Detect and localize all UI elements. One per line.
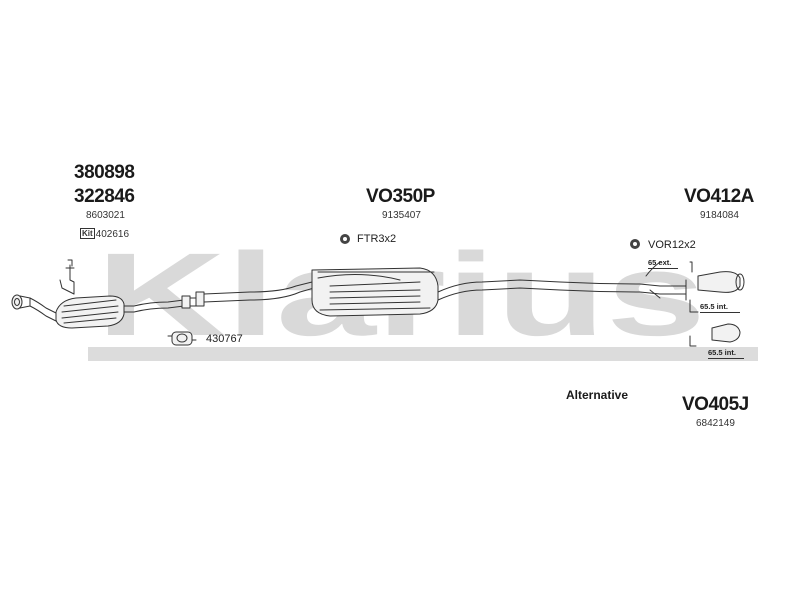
dim-label-int-2: 65.5 int. <box>708 348 736 357</box>
dim-underline-ext <box>648 268 678 269</box>
rear-silencer-ref: 9184084 <box>700 210 739 221</box>
middle-silencer-ref: 9135407 <box>382 210 421 221</box>
clamp-code: 430767 <box>206 333 243 345</box>
dim-bracket-int-2 <box>689 335 697 347</box>
front-pipe <box>29 297 59 323</box>
intermediate-pipe <box>133 281 315 313</box>
catalyst-code-1: 380898 <box>74 162 135 183</box>
watermark-underline <box>88 347 758 361</box>
tail-tip-upper <box>697 271 745 293</box>
tail-tip-lower <box>711 323 741 343</box>
lambda-callout-line <box>59 279 75 295</box>
dim-bracket-ext <box>689 261 693 273</box>
catalyst-body <box>55 295 135 329</box>
catalyst-code-2: 322846 <box>74 186 135 207</box>
dim-underline-int-1 <box>700 312 740 313</box>
rubber-mount-icon <box>630 239 640 249</box>
catalyst-ref: 8603021 <box>86 210 125 221</box>
tail-pipe <box>659 279 687 301</box>
dim-label-ext: 65 ext. <box>648 258 672 267</box>
dim-underline-int-2 <box>708 358 744 359</box>
kit-code: 402616 <box>95 229 130 240</box>
middle-silencer-code: VO350P <box>366 186 435 207</box>
kit-badge: Kit <box>80 228 95 239</box>
dim-label-int-1: 65.5 int. <box>700 302 728 311</box>
dim-bracket-int-1 <box>689 299 699 313</box>
rubber-mount-icon <box>340 234 350 244</box>
clamp-icon <box>167 331 197 346</box>
alternative-code: VO405J <box>682 394 749 415</box>
alternative-label: Alternative <box>566 388 629 402</box>
alternative-ref: 6842149 <box>696 418 735 429</box>
middle-silencer-fitting: FTR3x2 <box>357 233 397 245</box>
middle-silencer-body <box>311 267 439 317</box>
rear-silencer-fitting: VOR12x2 <box>648 239 696 251</box>
front-flange <box>11 294 31 310</box>
rear-silencer-code: VO412A <box>684 186 754 207</box>
lambda-sensor <box>65 259 75 295</box>
